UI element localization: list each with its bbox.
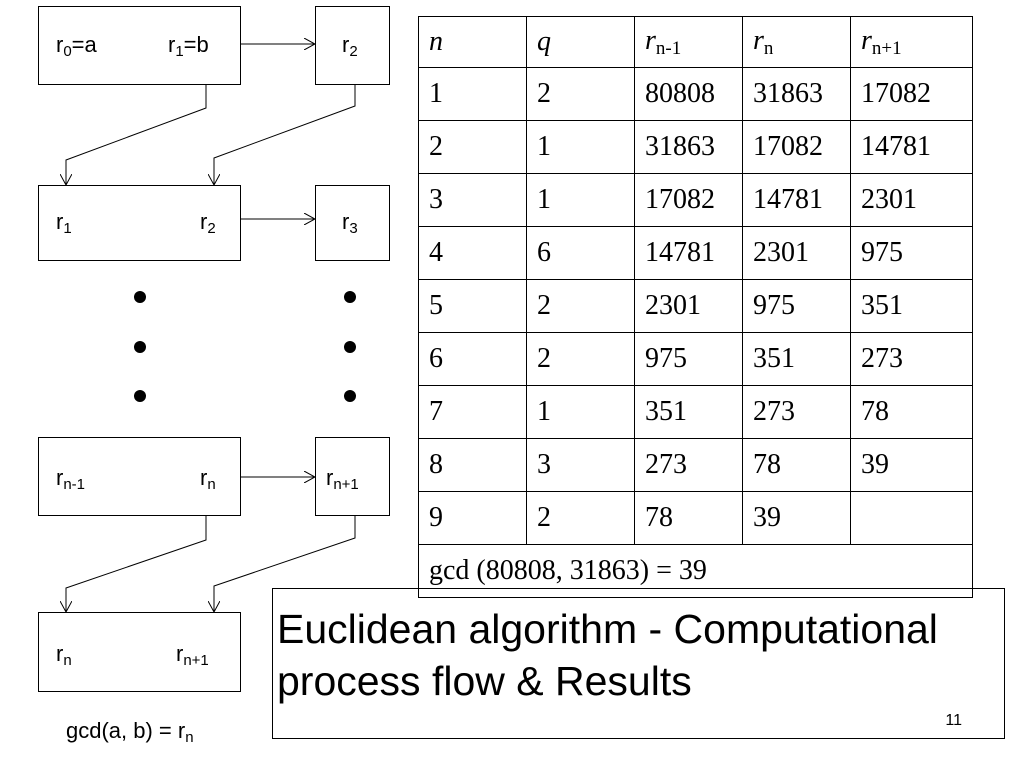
table-cell: 39 <box>850 438 973 492</box>
table-cell: 1 <box>526 385 635 439</box>
table-cell: 2 <box>526 491 635 545</box>
ellipsis-dot <box>134 390 146 402</box>
flow-box-row2-left <box>38 185 241 261</box>
flow-box-row1-right <box>315 6 390 85</box>
table-cell: 273 <box>742 385 851 439</box>
label-rn-final: rn <box>56 641 72 669</box>
connector-rn-down <box>66 515 207 612</box>
slide-title-box: Euclidean algorithm - Computational proc… <box>272 588 1005 739</box>
gcd-result-label: gcd(a, b) = rn <box>66 718 194 746</box>
flow-box-row1-left <box>38 6 241 85</box>
label-r0-a: r0=a <box>56 32 97 60</box>
table-cell: 351 <box>742 332 851 386</box>
table-row: 7 1 351 273 78 <box>418 385 973 439</box>
ellipsis-dot <box>344 291 356 303</box>
table-cell: 273 <box>850 332 973 386</box>
table-cell: 80808 <box>634 67 743 121</box>
table-cell: 8 <box>418 438 527 492</box>
slide-title-line2: process flow & Results <box>277 658 692 704</box>
label-r1: r1 <box>56 209 72 237</box>
table-row: 2 1 31863 17082 14781 <box>418 120 973 174</box>
label-rn1-final: rn+1 <box>176 641 209 669</box>
table-row: 8 3 273 78 39 <box>418 438 973 492</box>
table-cell: 31863 <box>742 67 851 121</box>
label-r3: r3 <box>342 209 358 237</box>
table-cell: 3 <box>526 438 635 492</box>
table-cell: 2301 <box>850 173 973 227</box>
label-r1-b: r1=b <box>168 32 209 60</box>
table-cell: 3 <box>418 173 527 227</box>
gcd-summary: gcd (80808, 31863) = 39 <box>418 544 973 598</box>
slide-title: Euclidean algorithm - Computational proc… <box>277 603 938 707</box>
table-cell: 7 <box>418 385 527 439</box>
table-cell: 17082 <box>742 120 851 174</box>
table-cell: 17082 <box>634 173 743 227</box>
connector-r1-down <box>66 84 207 185</box>
table-header-row: n q rn-1 rn rn+1 <box>418 16 973 68</box>
col-header-q: q <box>526 16 635 68</box>
table-row: 1 2 80808 31863 17082 <box>418 67 973 121</box>
col-header-rn: rn <box>742 16 851 68</box>
label-r2: r2 <box>342 32 358 60</box>
table-cell: 78 <box>634 491 743 545</box>
page-number: 11 <box>945 712 962 729</box>
ellipsis-dot <box>344 341 356 353</box>
table-cell: 4 <box>418 226 527 280</box>
col-header-n: n <box>418 16 527 68</box>
table-cell: 975 <box>634 332 743 386</box>
flow-box-row3-right <box>315 437 390 516</box>
table-cell: 14781 <box>850 120 973 174</box>
flow-box-row3-left <box>38 437 241 516</box>
table-cell <box>850 491 973 545</box>
table-cell: 31863 <box>634 120 743 174</box>
table-row: 5 2 2301 975 351 <box>418 279 973 333</box>
table-cell: 2301 <box>634 279 743 333</box>
ellipsis-dot <box>134 341 146 353</box>
table-cell: 39 <box>742 491 851 545</box>
table-row: 4 6 14781 2301 975 <box>418 226 973 280</box>
table-row: 6 2 975 351 273 <box>418 332 973 386</box>
table-cell: 351 <box>634 385 743 439</box>
table-cell: 9 <box>418 491 527 545</box>
table-cell: 1 <box>526 120 635 174</box>
results-table: n q rn-1 rn rn+1 1 2 80808 31863 17082 2… <box>418 16 973 598</box>
table-cell: 14781 <box>634 226 743 280</box>
table-cell: 6 <box>526 226 635 280</box>
label-rn1: rn+1 <box>326 465 359 493</box>
table-cell: 17082 <box>850 67 973 121</box>
ellipsis-dot <box>344 390 356 402</box>
col-header-rn-1: rn-1 <box>634 16 743 68</box>
col-header-rn1: rn+1 <box>850 16 973 68</box>
table-cell: 2 <box>526 279 635 333</box>
table-cell: 273 <box>634 438 743 492</box>
table-row: 9 2 78 39 <box>418 491 973 545</box>
table-cell: 351 <box>850 279 973 333</box>
flow-box-row4 <box>38 612 241 692</box>
table-cell: 975 <box>850 226 973 280</box>
table-cell: 1 <box>526 173 635 227</box>
label-r2-row2: r2 <box>200 209 216 237</box>
table-cell: 2 <box>526 67 635 121</box>
table-cell: 2301 <box>742 226 851 280</box>
label-rn: rn <box>200 465 216 493</box>
slide-title-line1: Euclidean algorithm - Computational <box>277 606 938 652</box>
table-cell: 5 <box>418 279 527 333</box>
flow-box-row2-right <box>315 185 390 261</box>
table-cell: 14781 <box>742 173 851 227</box>
table-cell: 6 <box>418 332 527 386</box>
table-footer-row: gcd (80808, 31863) = 39 <box>418 544 973 598</box>
table-cell: 2 <box>418 120 527 174</box>
table-cell: 2 <box>526 332 635 386</box>
table-cell: 1 <box>418 67 527 121</box>
table-cell: 975 <box>742 279 851 333</box>
ellipsis-dot <box>134 291 146 303</box>
label-rn-1: rn-1 <box>56 465 86 493</box>
table-row: 3 1 17082 14781 2301 <box>418 173 973 227</box>
table-cell: 78 <box>850 385 973 439</box>
table-cell: 78 <box>742 438 851 492</box>
connector-r2-down <box>214 84 356 185</box>
